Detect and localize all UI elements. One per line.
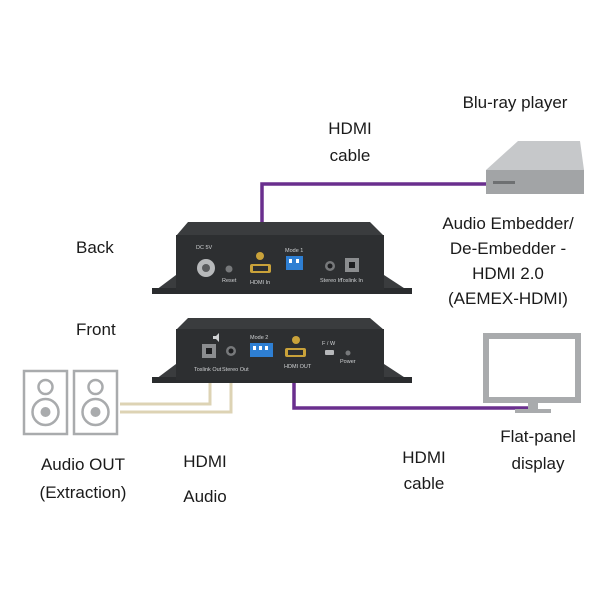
firmware-usb-port (325, 350, 334, 355)
hdmi-in-port (250, 252, 271, 273)
front-unit (152, 318, 412, 383)
stereo-in-label: Stereo In (320, 278, 342, 284)
bluray-player-label: Blu-ray player (462, 93, 568, 112)
stereo-out-label: Stereo Out (222, 367, 249, 373)
hdmi-in-label: HDMI In (250, 280, 270, 286)
toslink-in-label: Toslink In (340, 278, 363, 284)
hdmi-cable-bottom-label-2: cable (403, 474, 445, 493)
product-name-line-2: De-Embedder - (449, 239, 567, 258)
hdmi-cable-input (260, 182, 492, 222)
mode2-dip-switch (250, 343, 273, 357)
product-name-line-1: Audio Embedder/ (442, 214, 574, 233)
hdmi-audio-label-2: Audio (183, 487, 227, 506)
hdmi-out-label: HDMI OUT (284, 364, 312, 370)
reset-button (225, 265, 233, 273)
flat-panel-display-icon (483, 333, 581, 413)
power-led (345, 350, 351, 356)
power-label: Power (340, 359, 356, 365)
back-label: Back (76, 238, 114, 257)
back-unit (152, 222, 412, 294)
bluray-player-icon (486, 141, 584, 194)
mode1-dip-switch (286, 256, 303, 270)
hdmi-audio-label-1: HDMI (183, 452, 227, 471)
fw-label: F / W (322, 341, 336, 347)
product-name-line-4: (AEMEX-HDMI) (448, 289, 568, 308)
front-label: Front (76, 320, 116, 339)
mode2-label: Mode 2 (250, 335, 268, 341)
audio-out-label-2: (Extraction) (39, 483, 127, 502)
hdmi-cable-bottom-label-1: HDMI (402, 448, 446, 467)
speaker-right-icon (72, 369, 119, 436)
display-label-2: display (511, 454, 565, 473)
mode1-label: Mode 1 (285, 248, 303, 254)
reset-label: Reset (222, 278, 237, 284)
display-label-1: Flat-panel (500, 427, 576, 446)
device-panel-labels: DC 5V Reset HDMI In Mode 1 Stereo In Tos… (194, 245, 363, 373)
product-name-line-3: HDMI 2.0 (472, 264, 544, 283)
hdmi-out-port (285, 336, 306, 357)
dc-power-jack (197, 259, 215, 277)
speaker-left-icon (22, 369, 69, 436)
speaker-glyph-icon (213, 333, 219, 342)
dc-label: DC 5V (196, 245, 213, 251)
audio-out-label-1: Audio OUT (40, 455, 126, 474)
hdmi-cable-top-label-2: cable (329, 146, 371, 165)
toslink-out-label: Toslink Out (194, 367, 222, 373)
hdmi-cable-top-label-1: HDMI (328, 119, 372, 138)
